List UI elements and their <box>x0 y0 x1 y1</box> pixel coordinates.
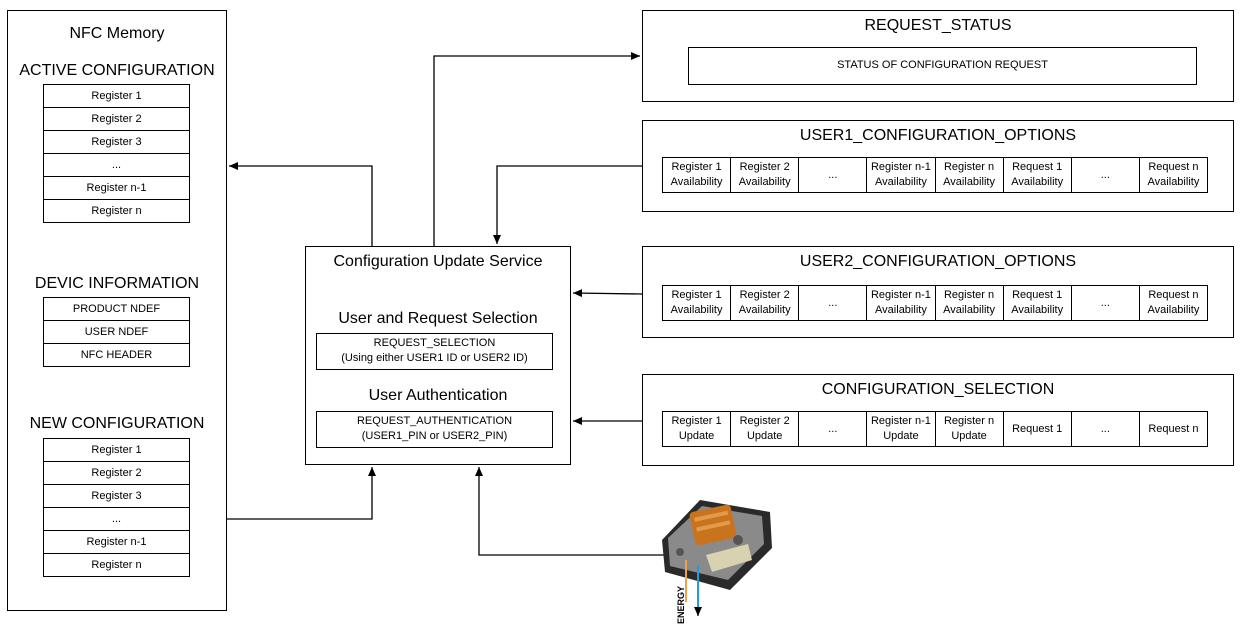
device-info-item: USER NDEF <box>43 320 190 344</box>
new-register: Register 2 <box>43 461 190 485</box>
device-info-item: NFC HEADER <box>43 343 190 367</box>
arrow-new-config-to-service <box>227 467 376 520</box>
config-selection-cell: Request 1 <box>1002 411 1072 447</box>
user1-options-table: Register 1 Availability Register 2 Avail… <box>661 157 1209 193</box>
configuration-selection-box: CONFIGURATION_SELECTION Register 1 Updat… <box>642 374 1234 466</box>
device-information-heading: DEVIC INFORMATION <box>34 275 200 292</box>
active-register: Register 2 <box>43 107 190 131</box>
config-selection-cell: Register n Update <box>934 411 1004 447</box>
config-selection-cell: Request n <box>1138 411 1209 447</box>
new-configuration-list: Register 1 Register 2 Register 3 ... Reg… <box>43 438 190 577</box>
new-register: Register n-1 <box>43 530 190 554</box>
configuration-selection-table: Register 1 Update Register 2 Update ... … <box>661 411 1209 447</box>
request-selection-field: REQUEST_SELECTION (Using either USER1 ID… <box>316 333 553 370</box>
new-register: Register 3 <box>43 484 190 508</box>
user2-option-cell: Register 1 Availability <box>661 285 732 321</box>
user2-option-cell: ... <box>798 285 868 321</box>
active-register: Register n-1 <box>43 176 190 200</box>
nfc-memory-panel: NFC Memory ACTIVE CONFIGURATION Register… <box>7 10 227 611</box>
request-status-box: REQUEST_STATUS STATUS OF CONFIGURATION R… <box>642 10 1234 102</box>
user1-configuration-options-box: USER1_CONFIGURATION_OPTIONS Register 1 A… <box>642 120 1234 212</box>
user2-option-cell: ... <box>1070 285 1140 321</box>
config-selection-cell: ... <box>798 411 868 447</box>
new-register: Register n <box>43 553 190 577</box>
configuration-selection-title: CONFIGURATION_SELECTION <box>821 381 1055 398</box>
request-status-title: REQUEST_STATUS <box>864 17 1012 34</box>
arrow-user2-to-service <box>572 289 643 298</box>
active-register: Register 3 <box>43 130 190 154</box>
user2-option-cell: Request 1 Availability <box>1002 285 1072 321</box>
arrow-user1-to-service <box>493 165 642 244</box>
user1-options-title: USER1_CONFIGURATION_OPTIONS <box>799 127 1077 144</box>
new-configuration-heading: NEW CONFIGURATION <box>29 415 205 432</box>
user1-option-cell: Request 1 Availability <box>1002 157 1072 193</box>
user2-options-title: USER2_CONFIGURATION_OPTIONS <box>799 253 1077 270</box>
user1-option-cell: ... <box>798 157 868 193</box>
selection-heading: User and Request Selection <box>338 310 538 327</box>
user2-configuration-options-box: USER2_CONFIGURATION_OPTIONS Register 1 A… <box>642 246 1234 338</box>
configuration-update-service-box: Configuration Update Service User and Re… <box>305 246 571 465</box>
user1-option-cell: Register n Availability <box>934 157 1004 193</box>
user1-option-cell: Request n Availability <box>1138 157 1209 193</box>
active-register: Register n <box>43 199 190 223</box>
request-authentication-field: REQUEST_AUTHENTICATION (USER1_PIN or USE… <box>316 411 553 448</box>
nfc-memory-title: NFC Memory <box>69 25 165 42</box>
arrow-service-to-request-status <box>433 52 640 246</box>
new-register: Register 1 <box>43 438 190 462</box>
request-status-field: STATUS OF CONFIGURATION REQUEST <box>688 47 1197 85</box>
user2-option-cell: Register n Availability <box>934 285 1004 321</box>
service-title: Configuration Update Service <box>333 253 543 270</box>
config-selection-cell: ... <box>1070 411 1140 447</box>
config-selection-cell: Register 2 Update <box>730 411 800 447</box>
user2-option-cell: Request n Availability <box>1138 285 1209 321</box>
config-selection-cell: Register n-1 Update <box>866 411 936 447</box>
device-information-list: PRODUCT NDEF USER NDEF NFC HEADER <box>43 297 190 367</box>
user2-option-cell: Register 2 Availability <box>730 285 800 321</box>
user2-options-table: Register 1 Availability Register 2 Avail… <box>661 285 1209 321</box>
energy-label: ENERGY <box>676 585 686 624</box>
arrow-device-to-service <box>475 467 668 556</box>
user1-option-cell: ... <box>1070 157 1140 193</box>
active-configuration-heading: ACTIVE CONFIGURATION <box>19 62 215 79</box>
user1-option-cell: Register 2 Availability <box>730 157 800 193</box>
arrow-service-to-active-config <box>229 162 373 246</box>
user2-option-cell: Register n-1 Availability <box>866 285 936 321</box>
active-configuration-list: Register 1 Register 2 Register 3 ... Reg… <box>43 84 190 223</box>
nfc-actuator-device-icon <box>662 500 772 616</box>
auth-heading: User Authentication <box>368 387 508 404</box>
config-selection-cell: Register 1 Update <box>661 411 732 447</box>
user1-option-cell: Register 1 Availability <box>661 157 732 193</box>
user1-option-cell: Register n-1 Availability <box>866 157 936 193</box>
